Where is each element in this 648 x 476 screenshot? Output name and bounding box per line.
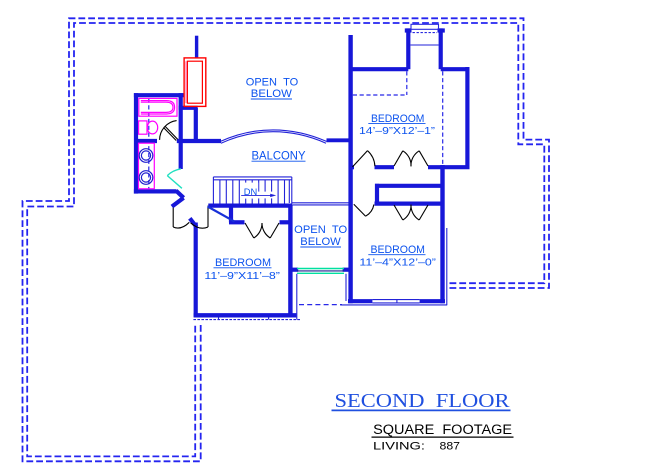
svg-text:SQUARE FOOTAGE: SQUARE FOOTAGE xyxy=(373,422,512,437)
svg-text:BEDROOM: BEDROOM xyxy=(370,244,425,256)
svg-text:BEDROOM: BEDROOM xyxy=(371,113,425,125)
svg-text:BELOW: BELOW xyxy=(251,88,293,100)
svg-text:14’–9”X12’–1”: 14’–9”X12’–1” xyxy=(359,125,436,137)
svg-text:OPEN TO: OPEN TO xyxy=(294,224,347,236)
svg-text:BEDROOM: BEDROOM xyxy=(215,257,271,269)
svg-text:11’–4”X12’–0”: 11’–4”X12’–0” xyxy=(359,256,436,268)
svg-text:DN: DN xyxy=(244,187,258,198)
svg-text:BALCONY: BALCONY xyxy=(252,148,306,162)
svg-text:BELOW: BELOW xyxy=(300,236,341,248)
svg-text:887: 887 xyxy=(440,441,461,453)
svg-text:SECOND FLOOR: SECOND FLOOR xyxy=(335,390,510,412)
svg-text:LIVING:: LIVING: xyxy=(373,441,425,453)
svg-text:11’–9”X11’–8”: 11’–9”X11’–8” xyxy=(204,270,280,282)
svg-text:OPEN TO: OPEN TO xyxy=(246,76,299,88)
